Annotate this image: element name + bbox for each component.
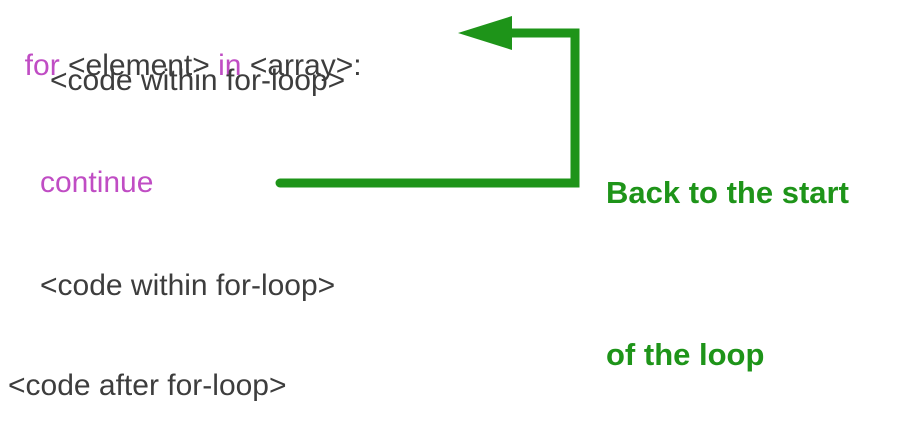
after-loop-line: <code after for-loop>: [8, 369, 287, 402]
arrow-path: [275, 28, 580, 188]
annotation-text: Back to the start of the loop: [606, 58, 849, 436]
for-keyword: for: [24, 49, 60, 82]
annotation-line-2: of the loop: [606, 337, 765, 372]
continue-statement: continue: [40, 166, 154, 199]
annotation-line-1: Back to the start: [606, 175, 849, 210]
element-placeholder: <element>: [59, 49, 219, 82]
for-statement-line: for <element> in <array>:: [8, 12, 362, 84]
back-to-start-arrow: [275, 16, 580, 188]
array-placeholder: <array>:: [241, 49, 362, 82]
in-keyword: in: [218, 49, 242, 82]
loop-body-line-2: <code within for-loop>: [40, 269, 336, 302]
loop-body-line-1: <code within for-loop>: [50, 64, 346, 97]
arrow-head: [458, 16, 512, 50]
